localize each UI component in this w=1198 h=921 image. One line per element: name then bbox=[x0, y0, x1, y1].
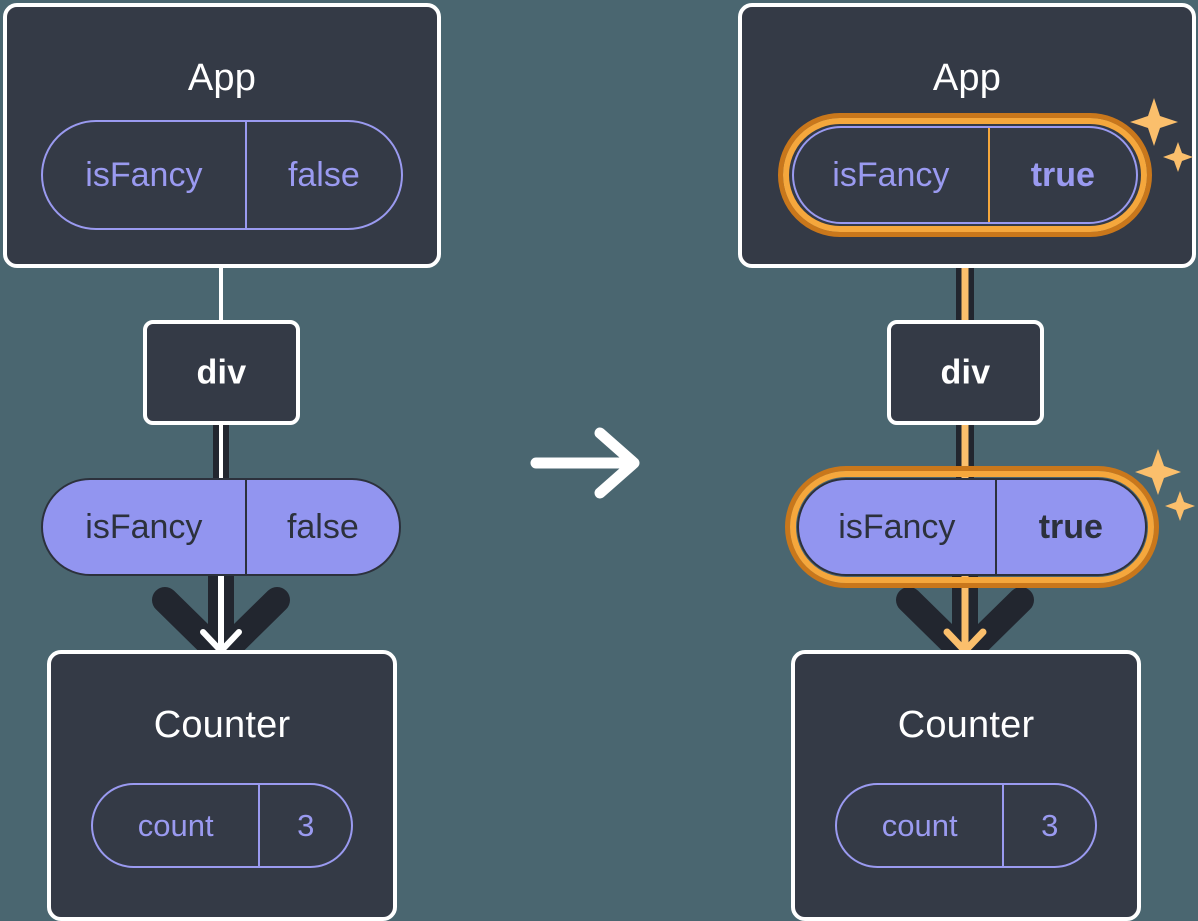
app-title-before: App bbox=[187, 57, 257, 99]
counter-state-value-after: 3 bbox=[1002, 785, 1095, 866]
counter-state-pill-before[interactable]: count 3 bbox=[91, 783, 353, 868]
counter-title-after: Counter bbox=[897, 704, 1035, 746]
prop-key-after: isFancy bbox=[838, 507, 956, 546]
counter-box-before: Counter bbox=[47, 650, 397, 921]
app-title-after: App bbox=[932, 57, 1002, 99]
div-box-before: div bbox=[143, 320, 300, 425]
app-state-key-after: isFancy bbox=[832, 155, 950, 194]
prop-value-before: false bbox=[244, 480, 399, 574]
prop-key-before: isFancy bbox=[85, 507, 203, 546]
app-state-value-before: false bbox=[244, 122, 401, 228]
sparkle-icon-app-after bbox=[1130, 98, 1193, 172]
app-state-value-after: true bbox=[987, 128, 1136, 222]
prop-pill-before[interactable]: isFancy false bbox=[41, 478, 401, 576]
counter-state-key-before: count bbox=[137, 807, 214, 843]
counter-title-before: Counter bbox=[153, 704, 291, 746]
div-box-after: div bbox=[887, 320, 1044, 425]
prop-value-after: true bbox=[994, 480, 1145, 574]
div-label-before: div bbox=[196, 353, 247, 391]
app-state-pill-after[interactable]: isFancy true bbox=[792, 126, 1138, 224]
counter-state-pill-after[interactable]: count 3 bbox=[835, 783, 1097, 868]
sparkle-icon-prop-after bbox=[1135, 449, 1195, 521]
transition-arrow bbox=[530, 427, 640, 499]
app-state-key-before: isFancy bbox=[85, 155, 203, 194]
prop-pill-after[interactable]: isFancy true bbox=[797, 478, 1147, 576]
counter-state-key-after: count bbox=[881, 807, 958, 843]
div-label-after: div bbox=[940, 353, 991, 391]
app-state-pill-before[interactable]: isFancy false bbox=[41, 120, 403, 230]
counter-state-value-before: 3 bbox=[258, 785, 351, 866]
